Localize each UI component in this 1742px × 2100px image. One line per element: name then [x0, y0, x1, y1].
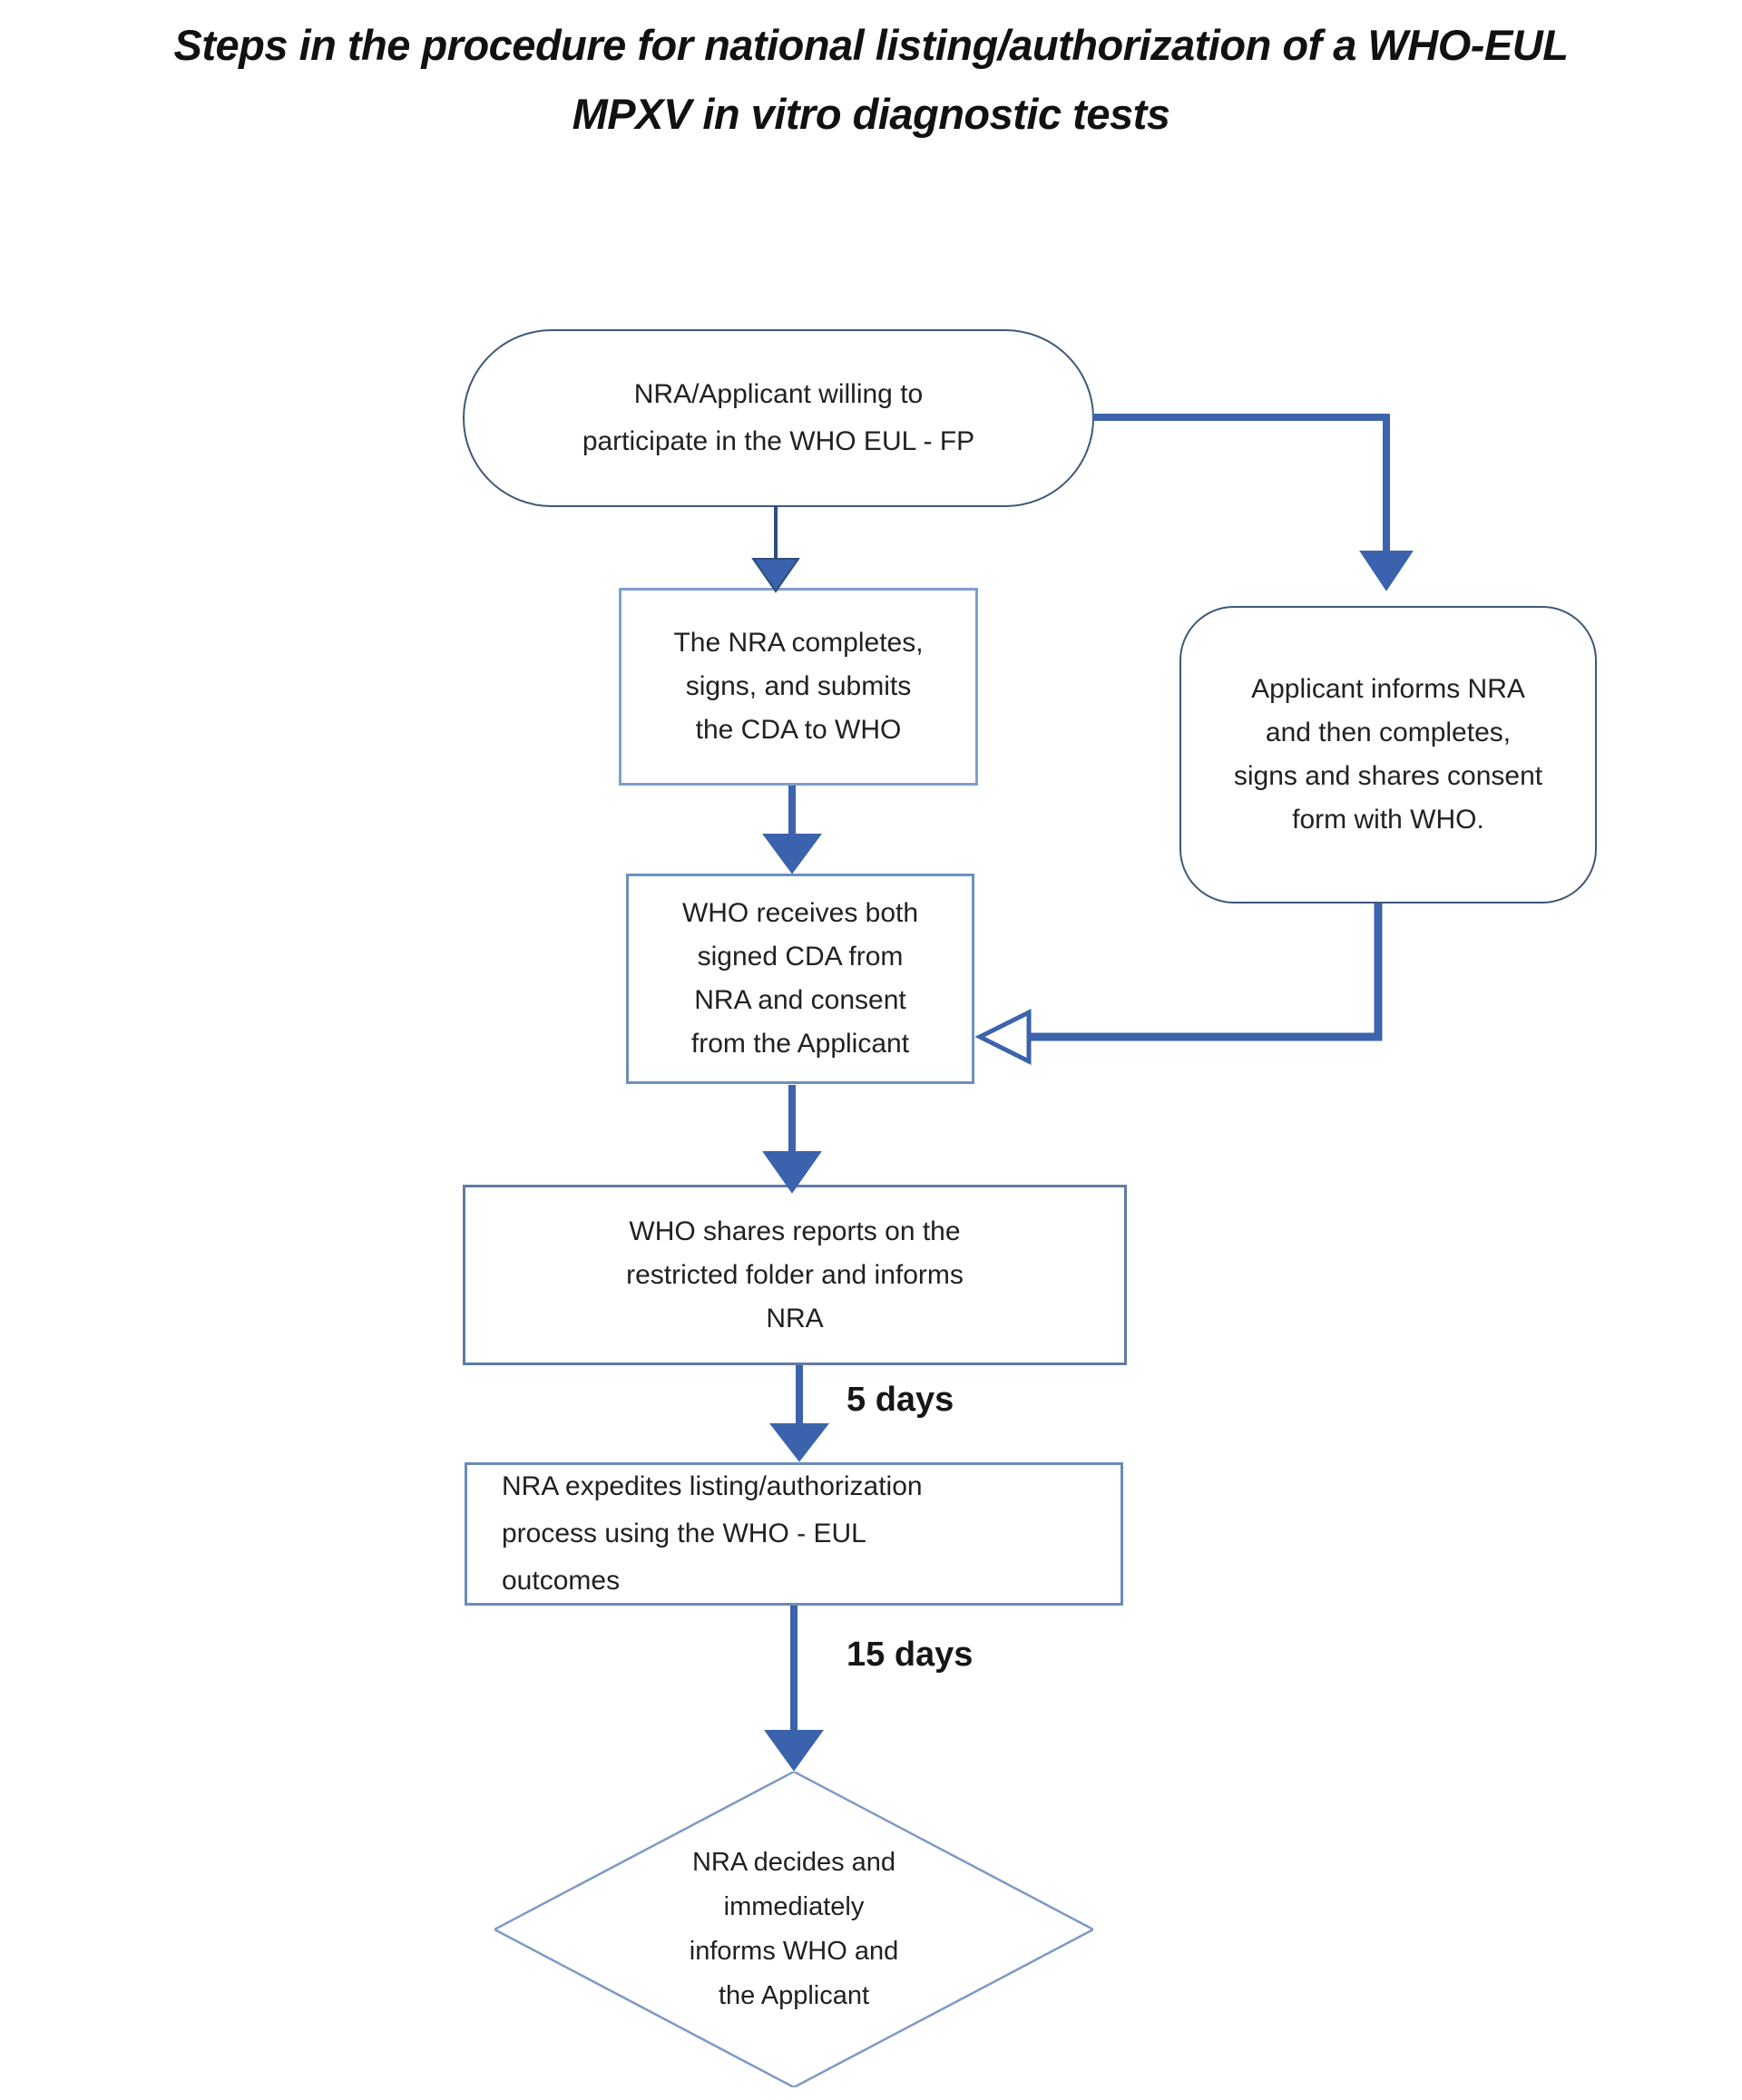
arrow-applicant-consent-to-who-receives	[974, 903, 1383, 1066]
arrow-nra-cda-to-who-receives	[762, 786, 822, 874]
arrow-start-to-nra-cda	[751, 506, 800, 593]
flow-node-nra-cda-label: The NRA completes, signs, and submits th…	[673, 628, 924, 745]
edge-label-5-days: 5 days	[847, 1381, 954, 1419]
arrow-who-shares-to-nra-expedites	[768, 1365, 830, 1462]
flow-node-start-terminator: NRA/Applicant willing to participate in …	[463, 329, 1094, 507]
flow-node-nra-cda-process: The NRA completes, signs, and submits th…	[619, 588, 978, 786]
flow-node-who-receives-process: WHO receives both signed CDA from NRA an…	[626, 874, 974, 1084]
decision-diamond-shape	[494, 1772, 1093, 2087]
flow-node-nra-expedites-label: NRA expedites listing/authorization proc…	[502, 1471, 923, 1596]
arrow-who-receives-to-who-shares	[762, 1085, 822, 1194]
flow-node-start-label: NRA/Applicant willing to participate in …	[582, 379, 975, 456]
edge-label-15-days: 15 days	[847, 1636, 974, 1674]
flow-node-applicant-consent-terminator: Applicant informs NRA and then completes…	[1179, 606, 1597, 903]
page-title: Steps in the procedure for national list…	[173, 21, 1569, 138]
flow-node-nra-decides-label: NRA decides and immediately informs WHO …	[689, 1848, 899, 2010]
flow-node-who-receives-label: WHO receives both signed CDA from NRA an…	[681, 898, 919, 1059]
flow-node-nra-expedites-process: NRA expedites listing/authorization proc…	[465, 1462, 1123, 1606]
arrow-start-to-applicant-consent	[1094, 414, 1414, 591]
arrow-nra-expedites-to-nra-decides	[764, 1606, 824, 1772]
flow-node-who-shares-process: WHO shares reports on the restricted fol…	[463, 1185, 1127, 1365]
flow-node-nra-decides-decision: NRA decides and immediately informs WHO …	[494, 1772, 1093, 2087]
flow-node-applicant-consent-label: Applicant informs NRA and then completes…	[1233, 674, 1543, 835]
flow-node-who-shares-label: WHO shares reports on the restricted fol…	[626, 1216, 964, 1333]
